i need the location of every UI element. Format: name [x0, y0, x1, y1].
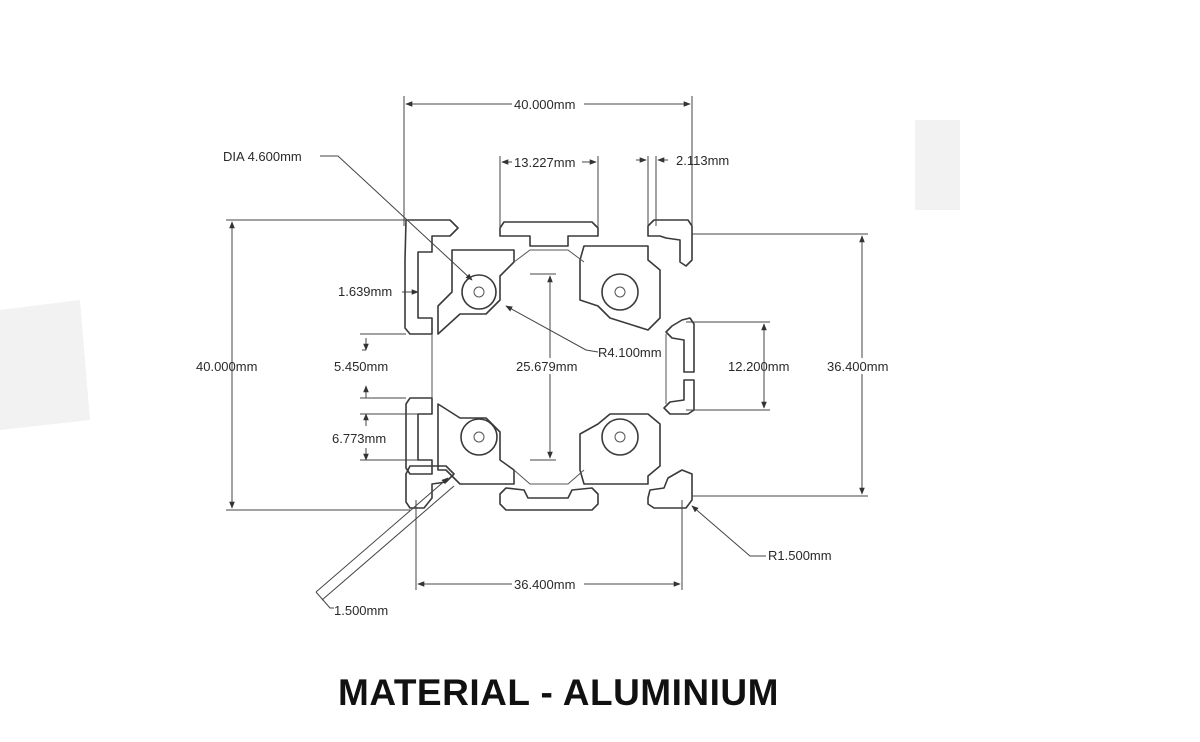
background-shade	[0, 300, 90, 430]
dim-edge-radius: R1.500mm	[768, 548, 832, 563]
extrusion-profile	[404, 219, 695, 511]
dim-hole-diameter: DIA 4.600mm	[223, 149, 302, 164]
dim-right-height: 36.400mm	[827, 359, 888, 374]
dim-overall-height: 40.000mm	[196, 359, 257, 374]
dim-slot-gap: 5.450mm	[334, 359, 388, 374]
dim-inner-depth: 6.773mm	[332, 431, 386, 446]
dim-bottom-width: 36.400mm	[514, 577, 575, 592]
dim-wall: 1.500mm	[334, 603, 388, 618]
dim-lip-thickness: 2.113mm	[676, 153, 729, 168]
background-shade	[915, 120, 960, 210]
material-caption: MATERIAL - ALUMINIUM	[338, 672, 779, 713]
dimension-lines	[226, 96, 868, 609]
dim-slot-width: 13.227mm	[514, 155, 575, 170]
dim-inner-slot: 12.200mm	[728, 359, 789, 374]
dim-overall-width: 40.000mm	[514, 97, 575, 112]
dim-core-span: 25.679mm	[516, 359, 577, 374]
dimension-labels: 40.000mm DIA 4.600mm 13.227mm 2.113mm 1.…	[196, 96, 898, 618]
dim-slot-depth: 1.639mm	[338, 284, 392, 299]
dim-core-radius: R4.100mm	[598, 345, 662, 360]
